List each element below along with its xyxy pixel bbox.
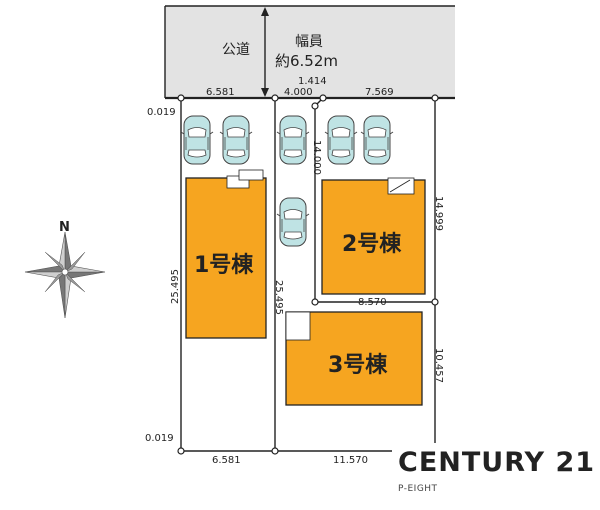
dim-mid-depth: 25.495 xyxy=(273,280,284,315)
car-icon xyxy=(276,197,310,247)
road-width-value: 約6.52m xyxy=(275,52,338,70)
logo-sub-text: P-EIGHT xyxy=(398,484,438,494)
road-width-label: 幅員 xyxy=(295,34,323,50)
building-2 xyxy=(321,179,426,295)
dim-top-left-width: 6.581 xyxy=(206,87,235,98)
public-road xyxy=(165,6,455,98)
road-label: 公道 xyxy=(222,42,250,58)
car-icon xyxy=(360,115,394,165)
dim-bottom-left-width: 6.581 xyxy=(212,455,241,466)
road-width-arrowhead-bottom xyxy=(261,88,269,97)
building-1-label: 1号棟 xyxy=(194,252,254,278)
logo-main-text: CENTURY 21 xyxy=(398,447,596,478)
dim-top-mid-width: 4.000 xyxy=(284,87,313,98)
dim-corner-top-left: 0.019 xyxy=(147,107,176,118)
building-3-entrance xyxy=(285,311,311,341)
dim-driveway-depth: 14.000 xyxy=(311,140,322,175)
dim-lot2-bottom-width: 8.570 xyxy=(358,297,387,308)
dim-right-lower-depth: 10.457 xyxy=(433,348,444,383)
car-icon xyxy=(180,115,214,165)
car-icon xyxy=(276,115,310,165)
dim-bottom-right-width: 11.570 xyxy=(333,455,368,466)
building-1-porch xyxy=(238,169,264,181)
dim-right-upper-depth: 14.999 xyxy=(433,196,444,231)
car-icon xyxy=(219,115,253,165)
dim-top-small: 1.414 xyxy=(298,76,327,87)
building-3-label: 3号棟 xyxy=(328,352,388,378)
compass-north-label: N xyxy=(59,220,70,235)
company-logo: CENTURY 21 P-EIGHT xyxy=(392,443,594,503)
compass-icon xyxy=(24,231,106,319)
car-icon xyxy=(324,115,358,165)
road-width-arrowhead-top xyxy=(261,7,269,16)
building-1 xyxy=(185,177,267,339)
dim-left-depth: 25.495 xyxy=(170,269,181,304)
dim-corner-bottom-left: 0.019 xyxy=(145,433,174,444)
dim-top-right-width: 7.569 xyxy=(365,87,394,98)
building-2-label: 2号棟 xyxy=(342,231,402,257)
building-2-entrance xyxy=(387,177,415,195)
building-2-entrance-diagonal xyxy=(389,179,411,193)
